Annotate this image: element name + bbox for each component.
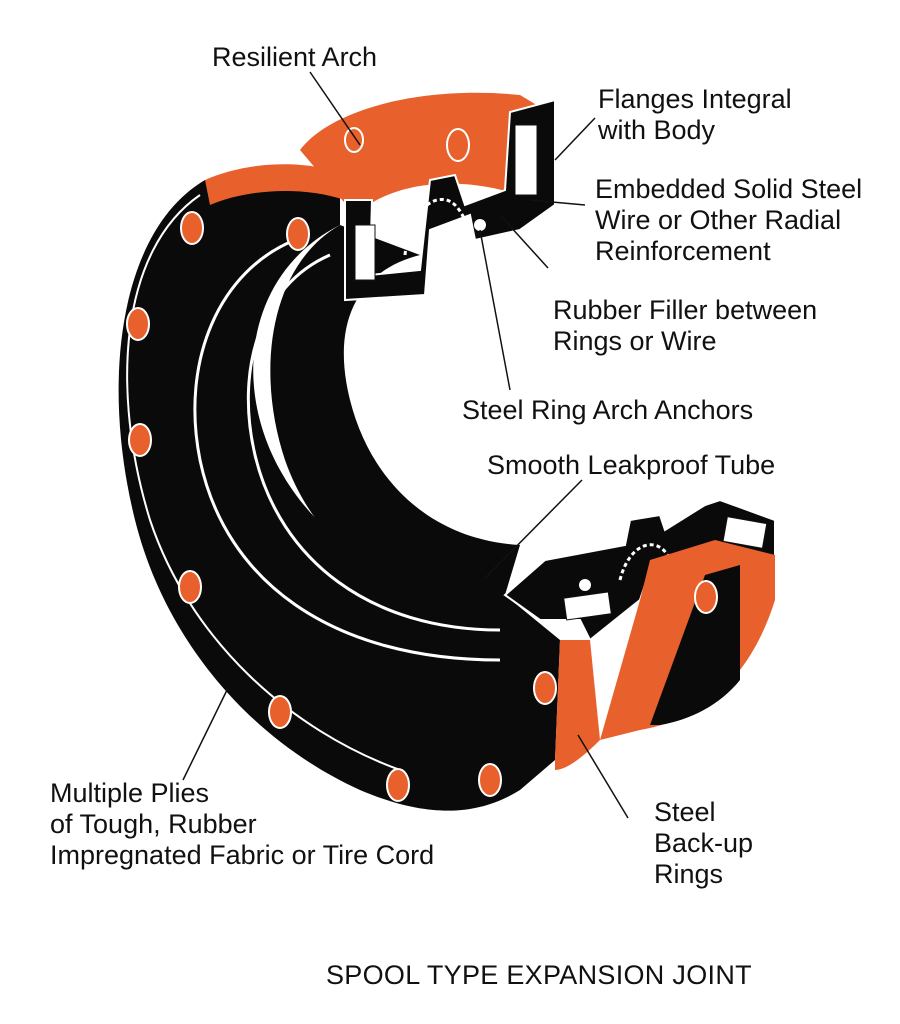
bottom-arch-anchor [579, 579, 591, 591]
leader-embedded-wire [529, 199, 586, 206]
leader-resilient-arch [309, 71, 361, 146]
label-resilient-arch: Resilient Arch [212, 42, 378, 72]
leader-steel-ring-anchors [479, 229, 511, 391]
leader-lines [182, 71, 629, 819]
top-cutaway-arch [403, 198, 472, 256]
bolt-hole [386, 768, 410, 802]
ply-line-inner [246, 253, 501, 632]
leader-backup-rings [577, 734, 629, 819]
label-multiple-plies: Multiple Plies of Tough, Rubber Impregna… [50, 778, 435, 870]
label-rubber-filler: Rubber Filler between Rings or Wire [553, 295, 818, 356]
bolt-hole [533, 671, 557, 705]
bolt-hole [178, 570, 202, 604]
leader-rubber-filler [499, 214, 549, 269]
leader-flanges [554, 117, 596, 161]
far-flange-edge [650, 565, 740, 725]
near-flange-face [118, 175, 560, 811]
top-arch-anchor [474, 219, 486, 231]
far-flange-backup-ring [300, 92, 545, 215]
bolt-hole [268, 695, 292, 729]
bottom-cutaway-arch [618, 543, 672, 581]
top-steel-ring-right [514, 124, 538, 196]
bolt-hole [478, 763, 502, 797]
bolt-hole [344, 127, 364, 153]
bolt-hole [694, 580, 718, 614]
bolt-holes [126, 127, 718, 802]
near-flange-backup-ring-bottom [555, 640, 600, 770]
near-flange-backup-ring-top [205, 164, 345, 205]
top-steel-ring-left [354, 224, 376, 281]
label-steel-ring-anchors: Steel Ring Arch Anchors [462, 395, 754, 425]
bolt-hole [128, 423, 152, 457]
ply-line-outer [193, 238, 501, 662]
label-flanges: Flanges Integral with Body [598, 84, 792, 145]
label-smooth-tube: Smooth Leakproof Tube [487, 450, 776, 480]
bottom-steel-ring-left [563, 591, 612, 621]
bottom-steel-ring-right [722, 516, 768, 549]
label-backup-rings: Steel Back-up Rings [654, 797, 754, 889]
leader-multiple-plies [182, 687, 229, 781]
leader-smooth-tube [484, 479, 583, 579]
inner-tube [270, 225, 520, 598]
bolt-hole [180, 211, 204, 245]
bolt-hole [126, 307, 150, 341]
diagram-caption: SPOOL TYPE EXPANSION JOINT [326, 960, 752, 990]
bolt-hole [446, 128, 470, 162]
label-embedded-wire: Embedded Solid Steel Wire or Other Radia… [595, 174, 863, 266]
bolt-hole [286, 217, 310, 251]
flange-edge-line [126, 194, 401, 771]
